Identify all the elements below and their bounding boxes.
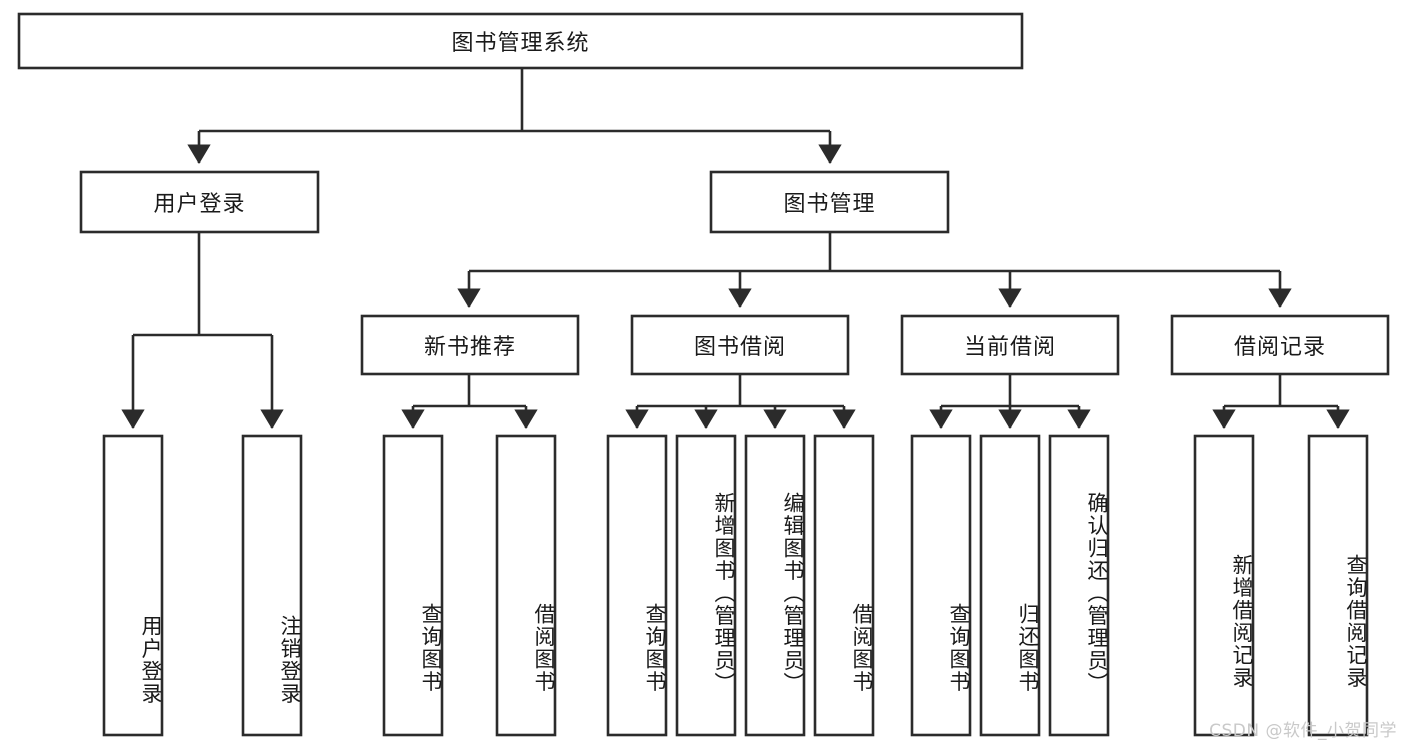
leaf-box-book-borrow-1[interactable]: [606, 434, 668, 737]
leaf-box-current-borrow-1[interactable]: [910, 434, 972, 737]
node-user-login-box[interactable]: [79, 170, 320, 234]
leaf-box-book-borrow-4[interactable]: [813, 434, 875, 737]
leaf-box-new-book-2[interactable]: [495, 434, 557, 737]
node-book-manage-box[interactable]: [709, 170, 950, 234]
csdn-watermark: CSDN @软件_小贺同学: [1209, 721, 1397, 741]
leaf-box-borrow-record-1[interactable]: [1193, 434, 1255, 737]
leaf-box-book-borrow-2[interactable]: [675, 434, 737, 737]
leaf-box-current-borrow-2[interactable]: [979, 434, 1041, 737]
leaf-box-user-login-2[interactable]: [241, 434, 303, 737]
node-borrow-record-box[interactable]: [1170, 314, 1390, 376]
node-new-book-box[interactable]: [360, 314, 580, 376]
leaf-box-borrow-record-2[interactable]: [1307, 434, 1369, 737]
leaf-box-book-borrow-3[interactable]: [744, 434, 806, 737]
node-current-borrow-box[interactable]: [900, 314, 1120, 376]
node-book-borrow-box[interactable]: [630, 314, 850, 376]
leaf-box-user-login-1[interactable]: [102, 434, 164, 737]
node-root-box[interactable]: [17, 12, 1024, 70]
leaf-box-new-book-1[interactable]: [382, 434, 444, 737]
leaf-box-current-borrow-3[interactable]: [1048, 434, 1110, 737]
